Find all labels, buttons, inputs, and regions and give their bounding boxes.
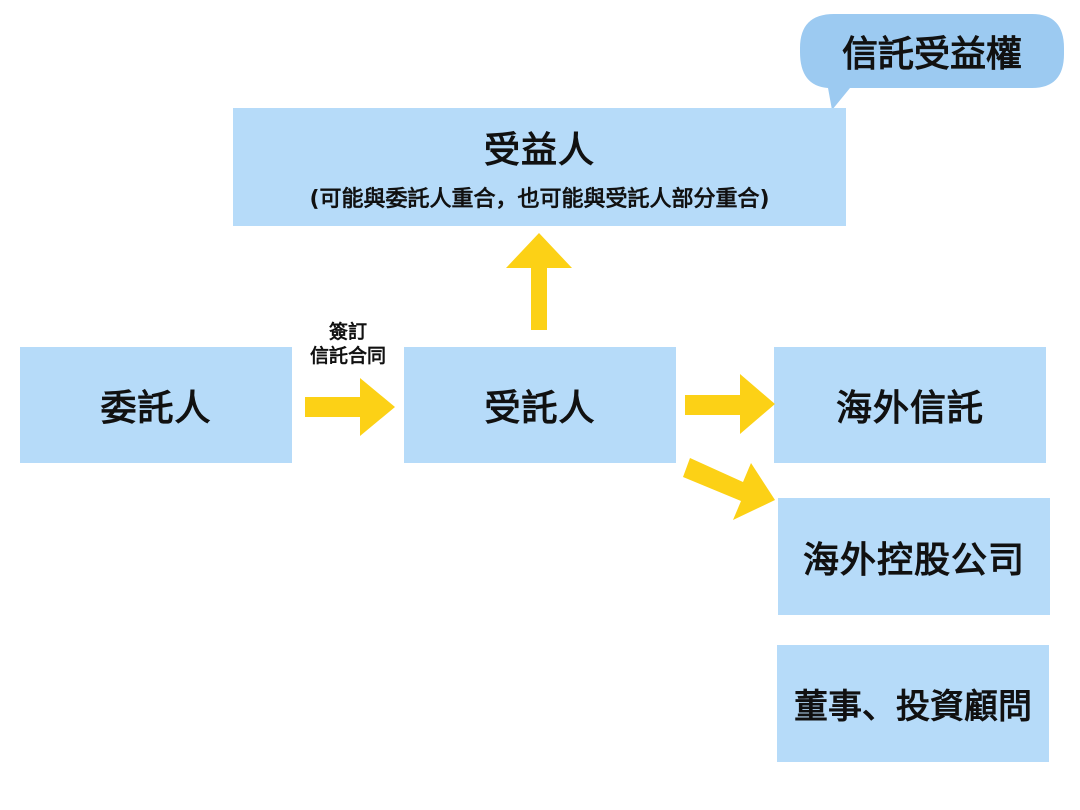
trust-beneficial-rights-bubble: 信託受益權 (798, 12, 1066, 110)
speech-bubble-shape (800, 14, 1064, 110)
arrow-trustee-to-beneficiary (506, 233, 572, 330)
arrow-trustee-to-offshore-trust (685, 374, 775, 434)
offshore-trust-title: 海外信託 (835, 388, 984, 429)
contract-label-line1: 簽訂 (328, 321, 367, 343)
trustee-title: 受託人 (484, 388, 596, 429)
arrow-trustee-to-holding-company (683, 458, 775, 520)
trustee-box: 受託人 (404, 347, 676, 463)
arrow-settlor-to-trustee (305, 378, 395, 436)
directors-advisors-box: 董事、投資顧問 (777, 645, 1049, 762)
contract-label: 簽訂 信託合同 (292, 320, 404, 368)
beneficiary-title: 受益人 (483, 130, 595, 171)
bubble-label: 信託受益權 (841, 34, 1022, 75)
settlor-box: 委託人 (20, 347, 292, 463)
beneficiary-box: 受益人 (可能與委託人重合，也可能與受託人部分重合) (233, 108, 846, 226)
contract-label-line2: 信託合同 (309, 345, 386, 367)
offshore-trust-box: 海外信託 (774, 347, 1046, 463)
holding-company-title: 海外控股公司 (802, 539, 1025, 581)
directors-title: 董事、投資顧問 (794, 687, 1032, 727)
offshore-holding-company-box: 海外控股公司 (778, 498, 1050, 615)
settlor-title: 委託人 (100, 388, 212, 429)
beneficiary-subtitle: (可能與委託人重合，也可能與受託人部分重合) (309, 187, 770, 212)
